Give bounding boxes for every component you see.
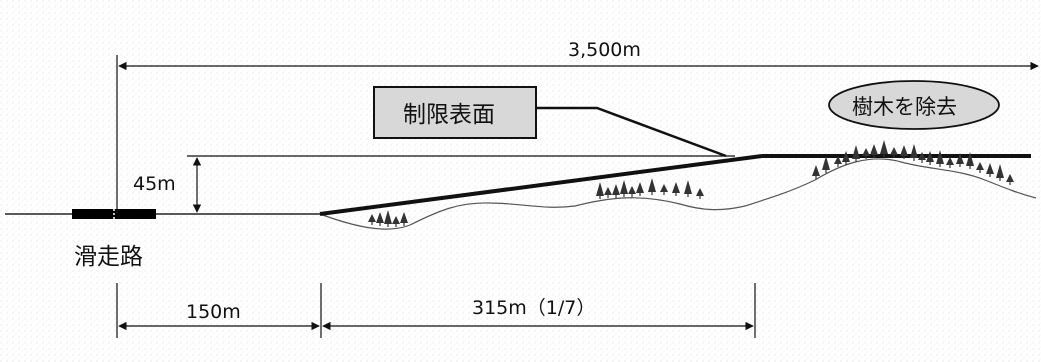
conifer-tree-icon: [660, 184, 668, 195]
conifer-tree-icon: [648, 178, 656, 195]
conifer-tree-icon: [392, 216, 400, 227]
conifer-tree-icon: [966, 152, 974, 169]
conifer-tree-icon: [612, 184, 620, 198]
runway-bar-icon: [72, 209, 156, 219]
conifer-tree-icon: [684, 180, 692, 197]
conifer-tree-icon: [986, 163, 994, 177]
conifer-tree-icon: [628, 186, 636, 197]
conifer-tree-icon: [946, 157, 954, 168]
conifer-tree-icon: [842, 151, 850, 165]
conifer-tree-icon: [812, 165, 820, 179]
conifer-tree-icon: [376, 212, 384, 226]
strip-length-label: 150m: [186, 301, 241, 323]
runway-label: 滑走路: [74, 244, 143, 270]
conifer-tree-icon: [834, 156, 842, 167]
conifer-tree-icon: [400, 212, 408, 226]
conifer-tree-icon: [636, 182, 644, 196]
conifer-tree-icon: [862, 148, 870, 159]
total-distance-label: 3,500m: [568, 39, 641, 61]
conifer-tree-icon: [996, 164, 1004, 181]
conifer-tree-icon: [956, 153, 964, 167]
conifer-tree-icon: [822, 156, 830, 173]
height-label: 45m: [133, 173, 176, 195]
conifer-tree-icon: [384, 210, 392, 227]
conifer-tree-icon: [368, 214, 376, 225]
tree-group: [368, 140, 1014, 227]
conifer-tree-icon: [976, 162, 984, 173]
conifer-tree-icon: [918, 152, 926, 163]
ground-profile: [5, 158, 1037, 230]
conifer-tree-icon: [900, 145, 908, 159]
conifer-tree-icon: [596, 182, 604, 199]
surface-leader-line: [536, 106, 727, 158]
surface-label-box: [373, 86, 537, 139]
slope-length-label: 315m（1/7）: [472, 297, 595, 319]
conifer-tree-icon: [672, 182, 680, 196]
conifer-tree-icon: [1006, 174, 1014, 185]
conifer-tree-icon: [852, 145, 860, 162]
conifer-tree-icon: [880, 140, 888, 157]
conifer-tree-icon: [696, 188, 704, 199]
conifer-tree-icon: [604, 187, 612, 198]
conifer-tree-icon: [910, 144, 918, 161]
conifer-tree-icon: [870, 144, 878, 158]
approach-surface-slope: [319, 154, 763, 216]
conifer-tree-icon: [936, 150, 944, 167]
conifer-tree-icon: [890, 147, 898, 158]
remove-trees-ellipse: [828, 80, 1000, 130]
conifer-tree-icon: [620, 180, 628, 197]
conifer-tree-icon: [926, 151, 934, 165]
remove-trees-label: 樹木を除去: [852, 95, 957, 119]
surface-label: 制限表面: [403, 102, 495, 128]
